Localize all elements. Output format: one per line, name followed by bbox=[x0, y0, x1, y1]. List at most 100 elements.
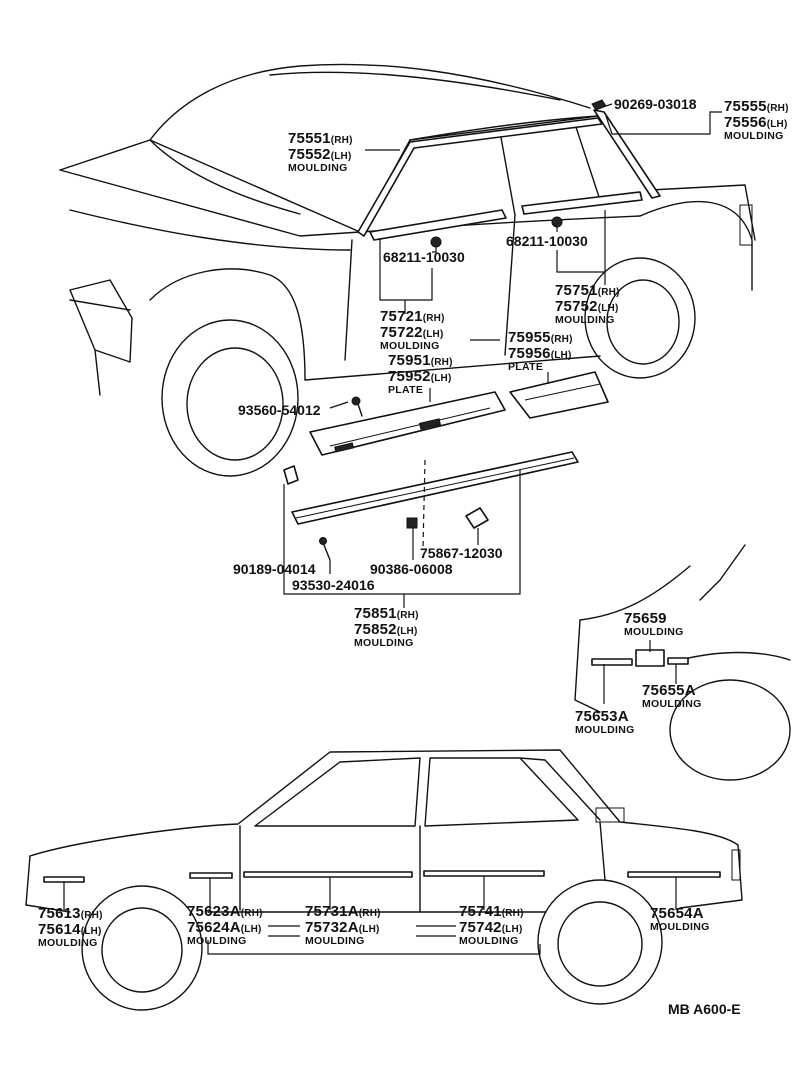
part-number: 75951 bbox=[388, 352, 431, 369]
side-indicator: (LH) bbox=[550, 350, 572, 361]
side-indicator: (LH) bbox=[430, 373, 452, 384]
part-number: 90189-04014 bbox=[233, 561, 316, 577]
part-number: 75751 bbox=[555, 282, 598, 299]
part-number: 75851 bbox=[354, 605, 397, 622]
callout-90386: 90386-06008 bbox=[370, 562, 453, 577]
callout-name-label: MOULDING bbox=[724, 130, 784, 142]
callout-75731A: 75731A(RH)75732A(LH)MOULDING bbox=[305, 904, 381, 947]
callout-name-label: MOULDING bbox=[624, 626, 684, 638]
top-car-illustration bbox=[59, 63, 756, 477]
callout-75555: 75555(RH)75556(LH)MOULDING bbox=[724, 99, 789, 142]
part-number: 75956 bbox=[508, 345, 551, 362]
side-indicator: (RH) bbox=[550, 334, 573, 345]
callout-name-label: MOULDING bbox=[380, 340, 440, 352]
callout-name-label: PLATE bbox=[388, 384, 424, 396]
callout-name-label: MOULDING bbox=[38, 937, 98, 949]
side-car-illustration bbox=[25, 749, 743, 1011]
callout-name-label: MOULDING bbox=[642, 698, 702, 710]
callout-90269: 90269-03018 bbox=[614, 97, 697, 112]
callout-75551: 75551(RH)75552(LH)MOULDING bbox=[288, 131, 353, 174]
side-indicator: (LH) bbox=[330, 151, 352, 162]
part-number: 90269-03018 bbox=[614, 96, 697, 112]
callout-name-label: MOULDING bbox=[187, 935, 247, 947]
part-number: 75955 bbox=[508, 329, 551, 346]
part-number: 75624A bbox=[187, 919, 241, 936]
side-indicator: (LH) bbox=[501, 924, 523, 935]
part-number: 75721 bbox=[380, 308, 423, 325]
callout-75613: 75613(RH)75614(LH)MOULDING bbox=[38, 906, 103, 949]
callout-75955: 75955(RH)75956(LH) PLATE bbox=[508, 330, 573, 373]
part-number: 75867-12030 bbox=[420, 545, 503, 561]
callout-name-label: MOULDING bbox=[305, 935, 365, 947]
side-indicator: (RH) bbox=[358, 908, 381, 919]
part-number: 90386-06008 bbox=[370, 561, 453, 577]
part-number: 93560-54012 bbox=[238, 402, 321, 418]
part-number: 75653A bbox=[575, 708, 629, 725]
callout-75741: 75741(RH)75742(LH)MOULDING bbox=[459, 904, 524, 947]
part-number: 75722 bbox=[380, 324, 423, 341]
part-number: 75659 bbox=[624, 610, 667, 627]
part-number: 75613 bbox=[38, 905, 81, 922]
callout-name-label: MOULDING bbox=[354, 637, 414, 649]
part-number: 75952 bbox=[388, 368, 431, 385]
callout-75623A: 75623A(RH)75624A(LH)MOULDING bbox=[187, 904, 263, 947]
callout-90189: 90189-04014 bbox=[233, 562, 316, 577]
side-indicator: (RH) bbox=[422, 313, 445, 324]
part-number: 68211-10030 bbox=[506, 233, 588, 249]
part-number: 75551 bbox=[288, 130, 331, 147]
part-number: 75732A bbox=[305, 919, 359, 936]
callout-75721: 75721(RH)75722(LH)MOULDING bbox=[380, 309, 445, 352]
part-number: 93530-24016 bbox=[292, 577, 375, 593]
leader-lines bbox=[63, 103, 722, 955]
side-indicator: (RH) bbox=[597, 287, 620, 298]
side-indicator: (RH) bbox=[501, 908, 524, 919]
side-indicator: (LH) bbox=[358, 924, 380, 935]
rear-corner-illustration bbox=[574, 544, 791, 781]
side-indicator: (LH) bbox=[766, 119, 788, 130]
part-number: 75655A bbox=[642, 682, 696, 699]
callout-75867: 75867-12030 bbox=[420, 546, 503, 561]
figure-code: MB A600-E bbox=[668, 1001, 741, 1017]
side-indicator: (LH) bbox=[396, 626, 418, 637]
callout-name-label: MOULDING bbox=[459, 935, 519, 947]
side-indicator: (RH) bbox=[430, 357, 453, 368]
part-number: 68211-10030 bbox=[383, 249, 465, 265]
side-indicator: (RH) bbox=[80, 910, 103, 921]
part-number: 75552 bbox=[288, 146, 331, 163]
part-number: 75731A bbox=[305, 903, 359, 920]
part-number: 75741 bbox=[459, 903, 502, 920]
callout-name-label: MOULDING bbox=[288, 162, 348, 174]
part-number: 75614 bbox=[38, 921, 81, 938]
side-indicator: (RH) bbox=[396, 610, 419, 621]
side-indicator: (LH) bbox=[80, 926, 102, 937]
callout-75751: 75751(RH)75752(LH)MOULDING bbox=[555, 283, 620, 326]
part-number: 75752 bbox=[555, 298, 598, 315]
callout-name-label: MOULDING bbox=[575, 724, 635, 736]
part-number: 75852 bbox=[354, 621, 397, 638]
callout-75851: 75851(RH)75852(LH)MOULDING bbox=[354, 606, 419, 649]
callout-75951: 75951(RH)75952(LH) PLATE bbox=[388, 353, 453, 396]
callout-93560: 93560-54012 bbox=[238, 403, 321, 418]
scuff-plates-and-rocker-moulding bbox=[283, 371, 609, 561]
callout-68211-right: 68211-10030 bbox=[506, 234, 588, 249]
part-number: 75555 bbox=[724, 98, 767, 115]
side-indicator: (RH) bbox=[330, 135, 353, 146]
callout-name-label: MOULDING bbox=[555, 314, 615, 326]
side-indicator: (LH) bbox=[422, 329, 444, 340]
part-number: 75742 bbox=[459, 919, 502, 936]
side-indicator: (LH) bbox=[597, 303, 619, 314]
part-number: 75556 bbox=[724, 114, 767, 131]
callout-93530: 93530-24016 bbox=[292, 578, 375, 593]
side-indicator: (LH) bbox=[240, 924, 262, 935]
side-indicator: (RH) bbox=[766, 103, 789, 114]
part-number: 75654A bbox=[650, 905, 704, 922]
callout-name-label: PLATE bbox=[508, 361, 544, 373]
side-indicator: (RH) bbox=[240, 908, 263, 919]
part-number: 75623A bbox=[187, 903, 241, 920]
callout-68211-left: 68211-10030 bbox=[383, 250, 465, 265]
